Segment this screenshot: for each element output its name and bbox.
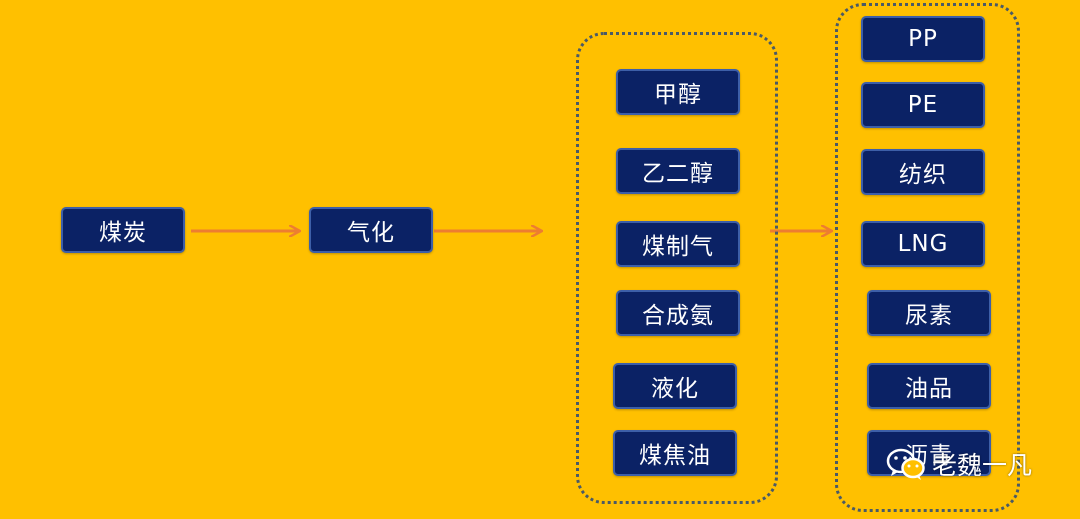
- intermediates-group: [576, 32, 778, 504]
- node-coal-tar: 煤焦油: [613, 430, 737, 476]
- node-ethylene-glycol: 乙二醇: [616, 148, 740, 194]
- node-liquefaction: 液化: [613, 363, 737, 409]
- node-gasification: 气化: [309, 207, 433, 253]
- node-synthetic-ammonia: 合成氨: [616, 290, 740, 336]
- watermark-text: 老魏一凡: [932, 451, 1033, 480]
- node-pp: PP: [861, 16, 985, 62]
- products-group: [835, 3, 1020, 512]
- node-methanol: 甲醇: [616, 69, 740, 115]
- node-oil-products: 油品: [867, 363, 991, 409]
- node-asphalt: 沥青: [867, 430, 991, 476]
- node-lng: LNG: [861, 221, 985, 267]
- watermark: 老魏一凡: [886, 446, 1032, 482]
- wechat-icon: [886, 447, 926, 481]
- node-textile: 纺织: [861, 149, 985, 195]
- node-pe: PE: [861, 82, 985, 128]
- node-coal-to-gas: 煤制气: [616, 221, 740, 267]
- node-coal: 煤炭: [61, 207, 185, 253]
- node-urea: 尿素: [867, 290, 991, 336]
